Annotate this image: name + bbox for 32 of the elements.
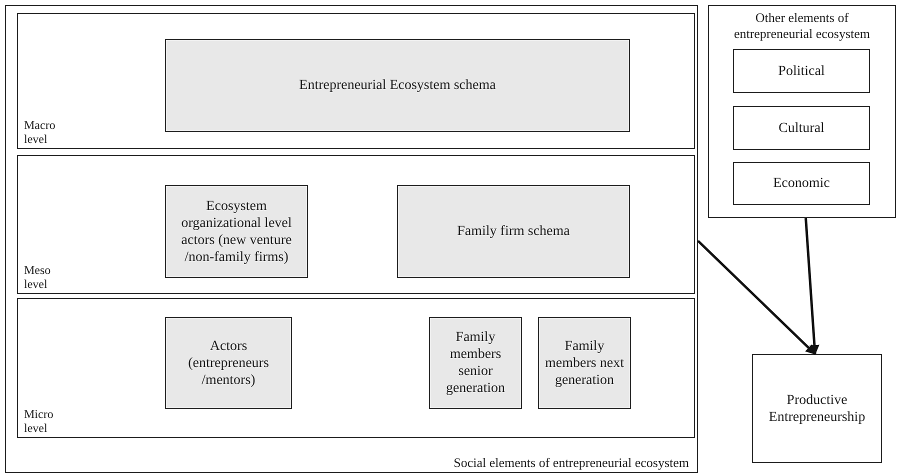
concept-box xyxy=(538,317,631,409)
concept-box xyxy=(752,354,882,463)
level-band xyxy=(17,298,695,438)
group-title: Other elements of entrepreneurial ecosystem xyxy=(732,10,872,42)
box-label: Political xyxy=(778,62,825,80)
box-label: Cultural xyxy=(778,120,824,136)
level-label: Meso level xyxy=(24,263,52,291)
box-label: Family members senior generation xyxy=(444,329,506,397)
concept-box xyxy=(733,162,870,205)
box-label: Family members next generation xyxy=(544,338,625,388)
ecosystem-panel xyxy=(708,5,896,218)
box-label: Economic xyxy=(773,175,830,192)
level-label: Micro level xyxy=(24,407,54,435)
box-label: Ecosystem organizational level actors (new venture /non-family firms) xyxy=(180,198,293,266)
box-label: Actors (entrepreneurs /mentors) xyxy=(187,338,270,388)
concept-box xyxy=(733,106,870,150)
arrow xyxy=(697,240,816,355)
arrow xyxy=(804,218,820,355)
box-label: Family firm schema xyxy=(457,223,570,240)
concept-box xyxy=(165,317,292,409)
level-label: Macro level xyxy=(24,118,56,146)
box-label: Productive Entrepreneurship xyxy=(768,392,866,426)
ecosystem-frame xyxy=(5,5,698,473)
group-title: Social elements of entrepreneurial ecosystem xyxy=(454,455,689,471)
level-band xyxy=(17,155,695,294)
level-band xyxy=(17,13,695,149)
concept-box xyxy=(429,317,522,409)
concept-box xyxy=(397,185,630,278)
concept-box xyxy=(733,49,870,93)
concept-box xyxy=(165,185,308,278)
box-label: Entrepreneurial Ecosystem schema xyxy=(299,77,496,94)
concept-box xyxy=(165,39,630,132)
